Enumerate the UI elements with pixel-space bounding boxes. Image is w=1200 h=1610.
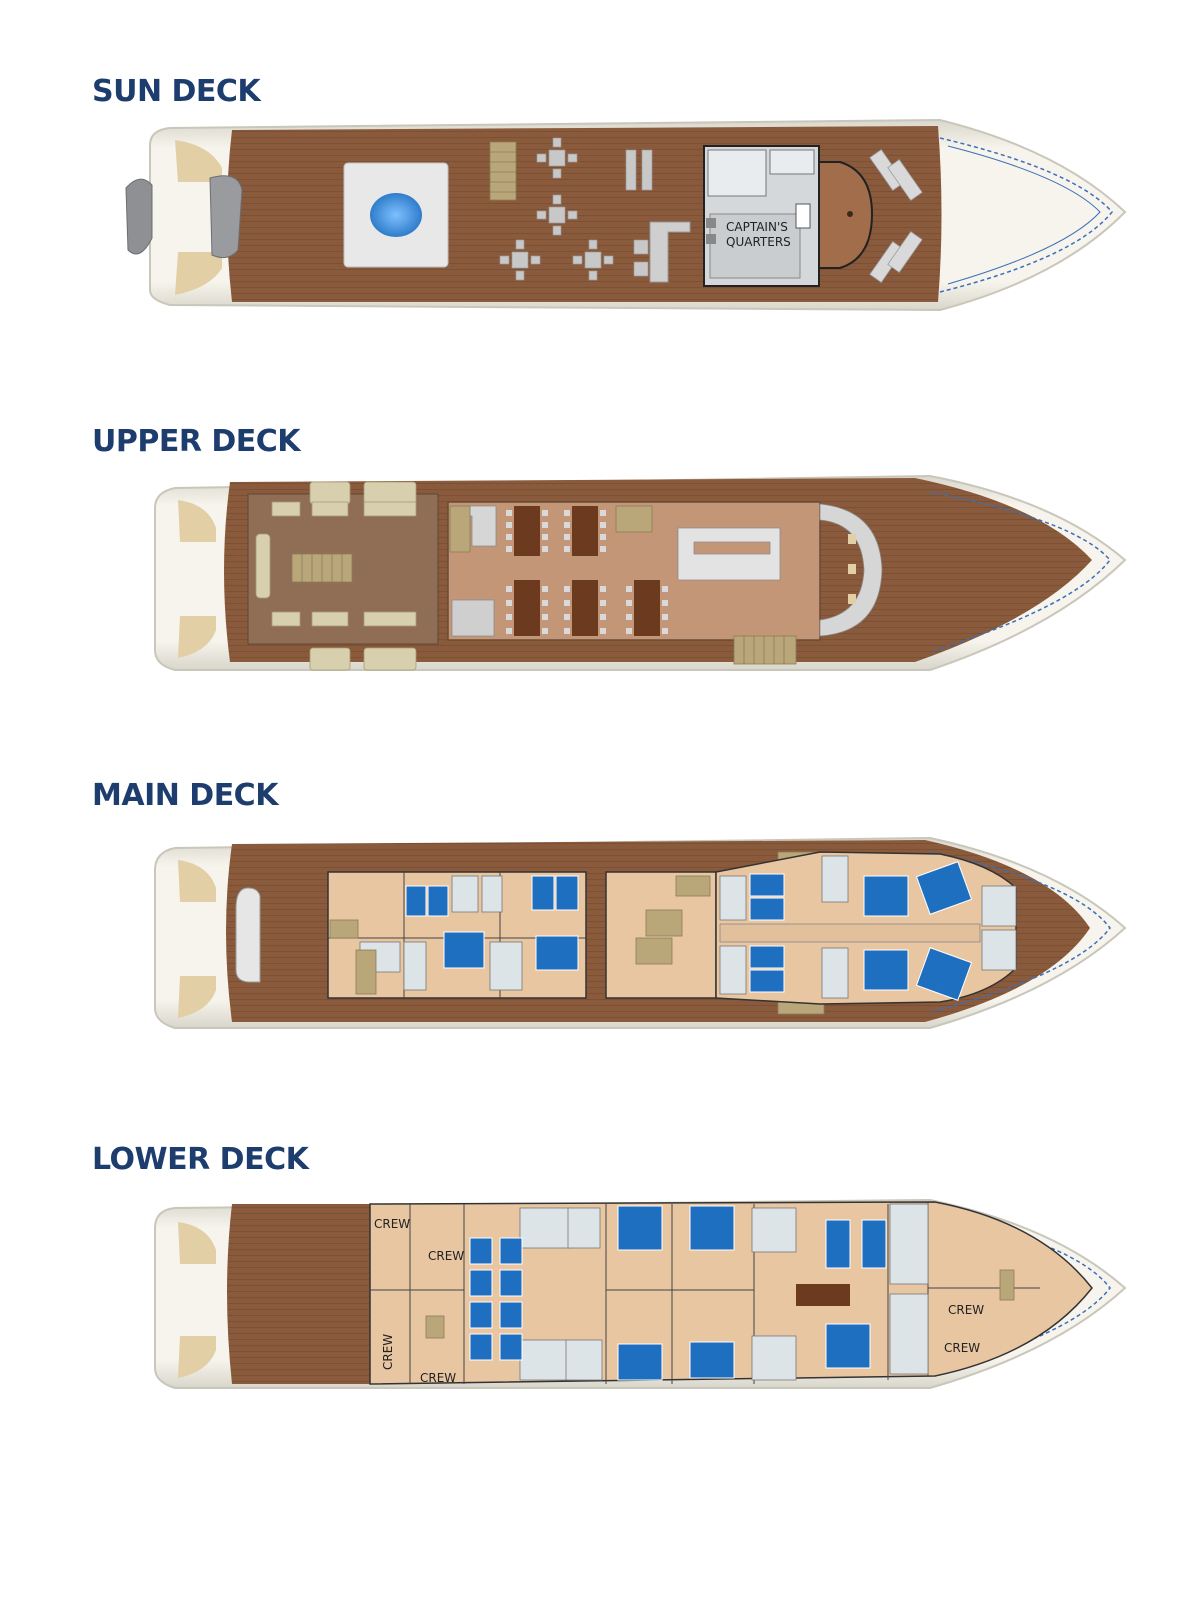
- bow-railing: [939, 137, 1113, 293]
- main-deck-title: MAIN DECK: [92, 778, 278, 813]
- dining-tables: [514, 506, 660, 636]
- bar-counter: [649, 221, 691, 283]
- lower-deck-floor: [227, 1204, 370, 1384]
- upper-deck-title: UPPER DECK: [92, 424, 301, 459]
- sun-deck-title: SUN DECK: [92, 74, 261, 109]
- bed-icon: [405, 875, 579, 971]
- salon-furniture: [451, 503, 883, 637]
- captains-quarters-label-line2: QUARTERS: [726, 235, 791, 249]
- bathrooms: [719, 855, 1017, 999]
- corridor: [719, 923, 981, 943]
- crew-label: CREW: [948, 1303, 984, 1317]
- passerelle: [235, 887, 261, 983]
- jetski-icon: [209, 175, 243, 259]
- captains-quarters: CAPTAIN'S QUARTERS: [703, 145, 820, 287]
- lower-deck-title: LOWER DECK: [92, 1142, 309, 1177]
- sun-deck-section: SUN DECK: [0, 0, 1200, 340]
- stairs-icon: [489, 141, 517, 201]
- stairs-icon: [425, 1269, 1015, 1339]
- chairs: [625, 149, 653, 277]
- stairs-icon: [291, 553, 353, 583]
- bathrooms: [519, 1203, 929, 1381]
- stairs-icon: [329, 919, 377, 995]
- jacuzzi-icon: [370, 193, 422, 237]
- sun-deck-plan: CAPTAIN'S QUARTERS: [125, 118, 1127, 312]
- wheelhouse: [818, 161, 874, 269]
- sunbed-icon: [869, 149, 923, 283]
- table-icon: [499, 137, 614, 281]
- upper-deck-section: UPPER DECK: [0, 400, 1200, 710]
- stairs-icon: [449, 505, 797, 665]
- dining-chairs: [506, 510, 668, 634]
- bed-icon: [469, 1205, 887, 1381]
- bed-icon: [749, 861, 973, 1001]
- crew-label: CREW: [420, 1371, 456, 1385]
- captains-quarters-label-line1: CAPTAIN'S: [726, 220, 788, 234]
- main-deck-section: MAIN DECK: [0, 760, 1200, 1080]
- crew-label-vertical: CREW: [381, 1334, 395, 1370]
- stern-seats: [175, 140, 222, 295]
- lounge-sofas: [255, 481, 417, 671]
- lower-deck-plan: CREW CREW CREW CREW CREW CREW: [154, 1198, 1127, 1389]
- crew-label: CREW: [944, 1341, 980, 1355]
- crew-mess-table: [796, 1284, 850, 1306]
- upper-deck-plan: [154, 474, 1127, 671]
- main-deck-plan: [154, 836, 1127, 1029]
- crew-label: CREW: [428, 1249, 464, 1263]
- lower-deck-section: LOWER DECK: [0, 1130, 1200, 1430]
- tender-icon: [125, 178, 153, 255]
- crew-label: CREW: [374, 1217, 410, 1231]
